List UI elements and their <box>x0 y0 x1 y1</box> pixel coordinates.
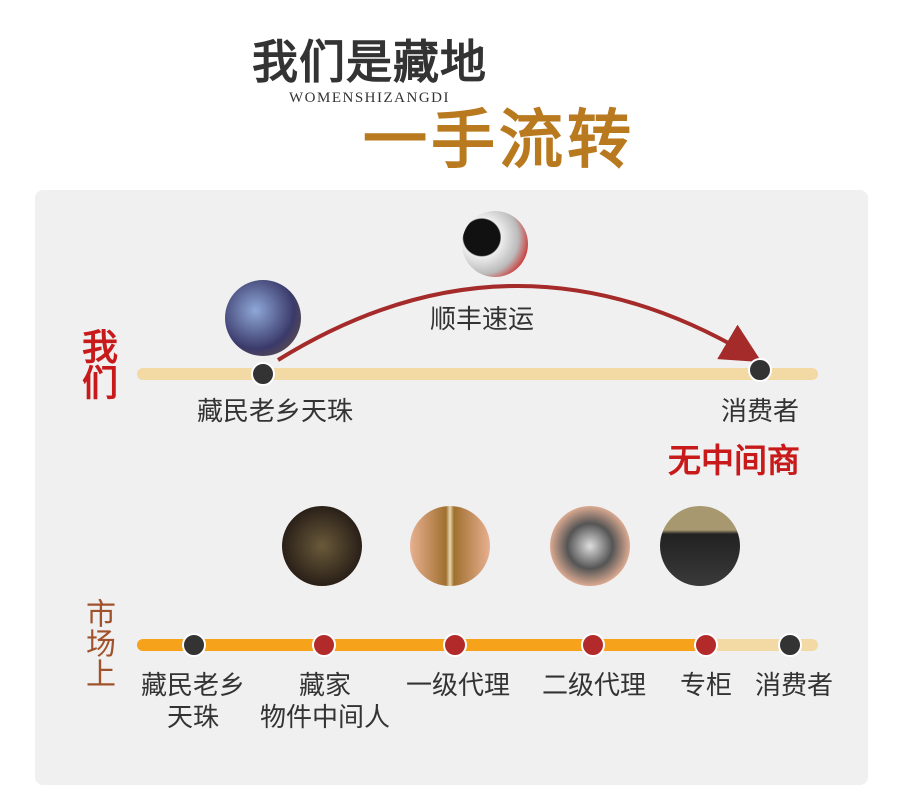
stage-dot-3 <box>443 633 467 657</box>
stage-label-consumer: 消费者 <box>754 671 834 701</box>
our-chain-line <box>137 368 818 380</box>
sf-express-truck-photo <box>462 211 528 277</box>
our-side-label: 我们 <box>76 328 117 400</box>
slogan: 一手流转 <box>363 104 635 178</box>
stage-label-collector: 藏家物件中间人 <box>260 670 390 734</box>
stage-label-villager: 藏民老乡天珠 <box>141 670 245 734</box>
our-end-label: 消费者 <box>720 397 800 427</box>
stage-label-line: 藏民老乡 <box>140 671 246 701</box>
market-chain-line <box>137 639 707 651</box>
stage-label-agent-2: 二级代理 <box>541 671 647 701</box>
dzi-beads-agent-photo <box>550 506 630 586</box>
our-start-dot <box>251 362 275 386</box>
our-end-dot <box>748 358 772 382</box>
stage-label-line: 藏家 <box>298 671 352 701</box>
page-title: 我们是藏地 <box>252 35 487 89</box>
stage-dot-1 <box>182 633 206 657</box>
market-side-label: 市场上 <box>80 598 115 688</box>
dzi-beads-photo <box>282 506 362 586</box>
stage-dot-2 <box>312 633 336 657</box>
comparison-panel <box>35 190 868 785</box>
villager-photo <box>225 280 301 356</box>
stage-dot-4 <box>581 633 605 657</box>
stage-label-counter: 专柜 <box>679 671 733 701</box>
dzi-bead-hand-photo <box>410 506 490 586</box>
no-middleman-badge: 无中间商 <box>668 441 800 480</box>
pinyin-subtitle: WOMENSHIZANGDI <box>289 90 450 106</box>
our-start-label: 藏民老乡天珠 <box>196 397 354 427</box>
stage-label-agent-1: 一级代理 <box>405 671 511 701</box>
shop-counter-photo <box>660 506 740 586</box>
shipping-label: 顺丰速运 <box>430 305 535 335</box>
stage-dot-6 <box>778 633 802 657</box>
stage-label-line: 天珠 <box>166 703 220 733</box>
stage-dot-5 <box>694 633 718 657</box>
stage-label-line: 物件中间人 <box>259 703 391 733</box>
